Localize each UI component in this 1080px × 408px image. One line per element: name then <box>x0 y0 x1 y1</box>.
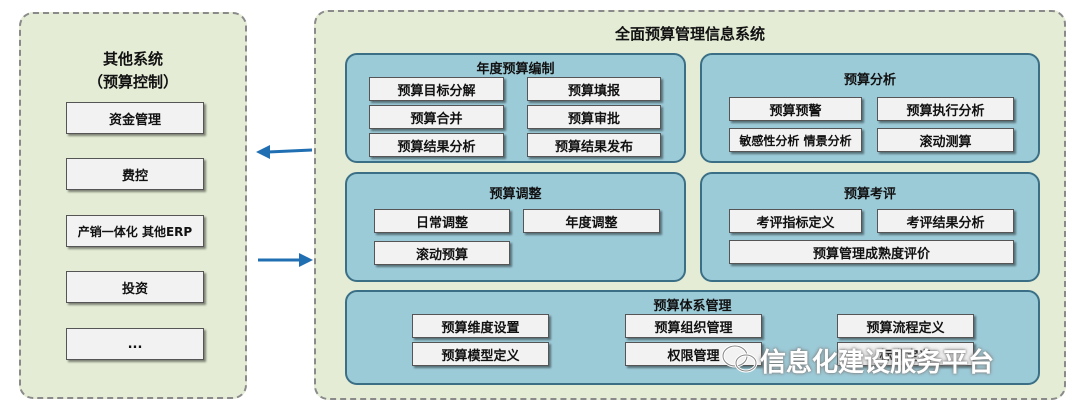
system-process-definition: 预算流程定义 <box>837 314 974 338</box>
budget-system-title: 全面预算管理信息系统 <box>614 25 765 43</box>
budget-system-panel: 全面预算管理信息系统 年度预算编制 预算目标分解 预算填报 预算合并 预算审批 … <box>314 10 1066 400</box>
other-systems-title-line2: （预算控制） <box>87 73 178 91</box>
arrow-to-left <box>256 145 313 159</box>
left-item-more: ... <box>66 328 204 360</box>
other-systems-title-line1: 其他系统 <box>102 50 163 68</box>
group-annual-compile: 年度预算编制 预算目标分解 预算填报 预算合并 预算审批 预算结果分析 预算结果… <box>345 53 686 163</box>
adjust-rolling: 滚动预算 <box>374 241 510 265</box>
adjust-annual: 年度调整 <box>523 209 660 233</box>
left-item-investment: 投资 <box>66 271 204 303</box>
left-item-expense-control: 费控 <box>66 158 204 190</box>
system-dimension-setup: 预算维度设置 <box>412 314 549 338</box>
other-systems-title: 其他系统 （预算控制） <box>21 48 245 92</box>
analysis-warning: 预算预警 <box>729 97 862 121</box>
compile-fill-in: 预算填报 <box>527 77 661 101</box>
system-organization-management: 预算组织管理 <box>625 314 762 338</box>
assess-indicator-definition: 考评指标定义 <box>729 209 862 233</box>
group-budget-adjust-title: 预算调整 <box>489 187 542 202</box>
watermark-text: 信息化建设服务平台 <box>760 348 995 378</box>
assess-result-analysis: 考评结果分析 <box>877 209 1014 233</box>
assess-maturity-evaluation: 预算管理成熟度评价 <box>729 240 1014 264</box>
wechat-icon <box>721 344 758 373</box>
adjust-daily: 日常调整 <box>374 209 510 233</box>
other-systems-panel: 其他系统 （预算控制） 资金管理 费控 产销一体化 其他ERP 投资 ... <box>19 12 247 399</box>
group-system-management: 预算体系管理 预算维度设置 预算组织管理 预算流程定义 预算模型定义 权限管理 … <box>345 290 1040 385</box>
left-item-erp: 产销一体化 其他ERP <box>66 215 204 247</box>
compile-result-analysis: 预算结果分析 <box>369 133 504 157</box>
compile-target-breakdown: 预算目标分解 <box>369 77 504 101</box>
analysis-execution: 预算执行分析 <box>877 97 1014 121</box>
compile-merge: 预算合并 <box>369 105 504 129</box>
system-standard-definition: 标准定义 <box>837 342 974 366</box>
group-budget-adjust: 预算调整 日常调整 年度调整 滚动预算 <box>345 172 686 282</box>
analysis-rolling-calc: 滚动测算 <box>877 128 1014 152</box>
analysis-sensitivity-scenario: 敏感性分析 情景分析 <box>729 128 862 152</box>
group-system-management-title: 预算体系管理 <box>653 299 732 314</box>
group-annual-compile-title: 年度预算编制 <box>476 62 555 77</box>
arrow-to-right <box>258 253 313 267</box>
compile-approval: 预算审批 <box>527 105 661 129</box>
group-budget-assess-title: 预算考评 <box>843 187 896 202</box>
group-budget-analysis-title: 预算分析 <box>843 73 896 88</box>
system-model-definition: 预算模型定义 <box>412 342 549 366</box>
left-item-funds: 资金管理 <box>66 102 204 134</box>
compile-result-publish: 预算结果发布 <box>527 133 661 157</box>
group-budget-assess: 预算考评 考评指标定义 考评结果分析 预算管理成熟度评价 <box>700 172 1040 282</box>
group-budget-analysis: 预算分析 预算预警 预算执行分析 敏感性分析 情景分析 滚动测算 <box>700 53 1040 163</box>
